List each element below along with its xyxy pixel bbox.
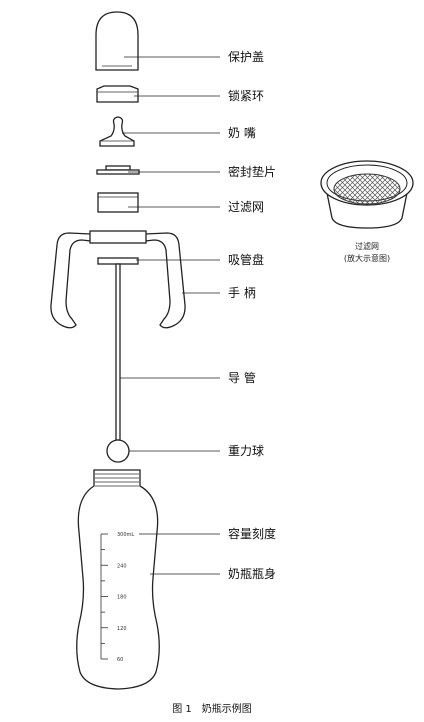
callout-scale: 容量刻度 bbox=[139, 526, 276, 541]
label-tube: 导 管 bbox=[228, 370, 256, 385]
label-nipple: 奶 嘴 bbox=[228, 126, 256, 140]
volume-scale: 300mL 240 180 120 60 bbox=[100, 532, 134, 663]
callout-bottle-body: 奶瓶瓶身 bbox=[150, 566, 276, 581]
callout-weight-ball: 重力球 bbox=[129, 444, 264, 458]
label-seal-pad: 密封垫片 bbox=[228, 164, 276, 179]
handle-part bbox=[50, 230, 186, 329]
figure-caption: 图 1 奶瓶示例图 bbox=[172, 702, 252, 715]
scale-mark-label: 300mL bbox=[117, 532, 134, 538]
filter-magnified-view: 过滤网 (放大示意图) bbox=[320, 160, 414, 263]
filter-part bbox=[97, 192, 139, 213]
tube-part bbox=[115, 263, 121, 441]
label-straw-disc: 吸管盘 bbox=[228, 252, 264, 267]
label-cap: 保护盖 bbox=[228, 50, 264, 64]
label-bottle-body: 奶瓶瓶身 bbox=[228, 566, 276, 581]
scale-mark-label: 240 bbox=[117, 563, 127, 569]
callout-tube: 导 管 bbox=[120, 370, 256, 385]
callout-straw-disc: 吸管盘 bbox=[136, 252, 264, 267]
seal-pad-part bbox=[96, 165, 140, 175]
label-filter: 过滤网 bbox=[228, 200, 264, 214]
label-handle: 手 柄 bbox=[228, 286, 256, 300]
nipple-part bbox=[99, 116, 135, 147]
bottle-body-part bbox=[76, 469, 160, 690]
inset-title: 过滤网 bbox=[355, 241, 379, 251]
callout-cap: 保护盖 bbox=[124, 50, 264, 64]
label-lock-ring: 锁紧环 bbox=[228, 88, 264, 103]
callout-handle: 手 柄 bbox=[182, 286, 256, 300]
weight-ball-part bbox=[106, 439, 130, 463]
callout-seal-pad: 密封垫片 bbox=[128, 164, 276, 179]
scale-mark-label: 60 bbox=[117, 657, 123, 663]
scale-mark-label: 120 bbox=[117, 626, 127, 632]
callout-nipple: 奶 嘴 bbox=[122, 126, 256, 140]
scale-mark-label: 180 bbox=[117, 595, 127, 601]
lock-ring-part bbox=[96, 85, 139, 103]
callout-lock-ring: 锁紧环 bbox=[134, 88, 264, 103]
callout-filter: 过滤网 bbox=[128, 200, 264, 214]
straw-disc-part bbox=[97, 257, 139, 265]
label-weight-ball: 重力球 bbox=[228, 444, 264, 458]
inset-subtitle: (放大示意图) bbox=[344, 253, 390, 263]
cap-part bbox=[95, 11, 139, 71]
label-scale: 容量刻度 bbox=[228, 526, 276, 541]
